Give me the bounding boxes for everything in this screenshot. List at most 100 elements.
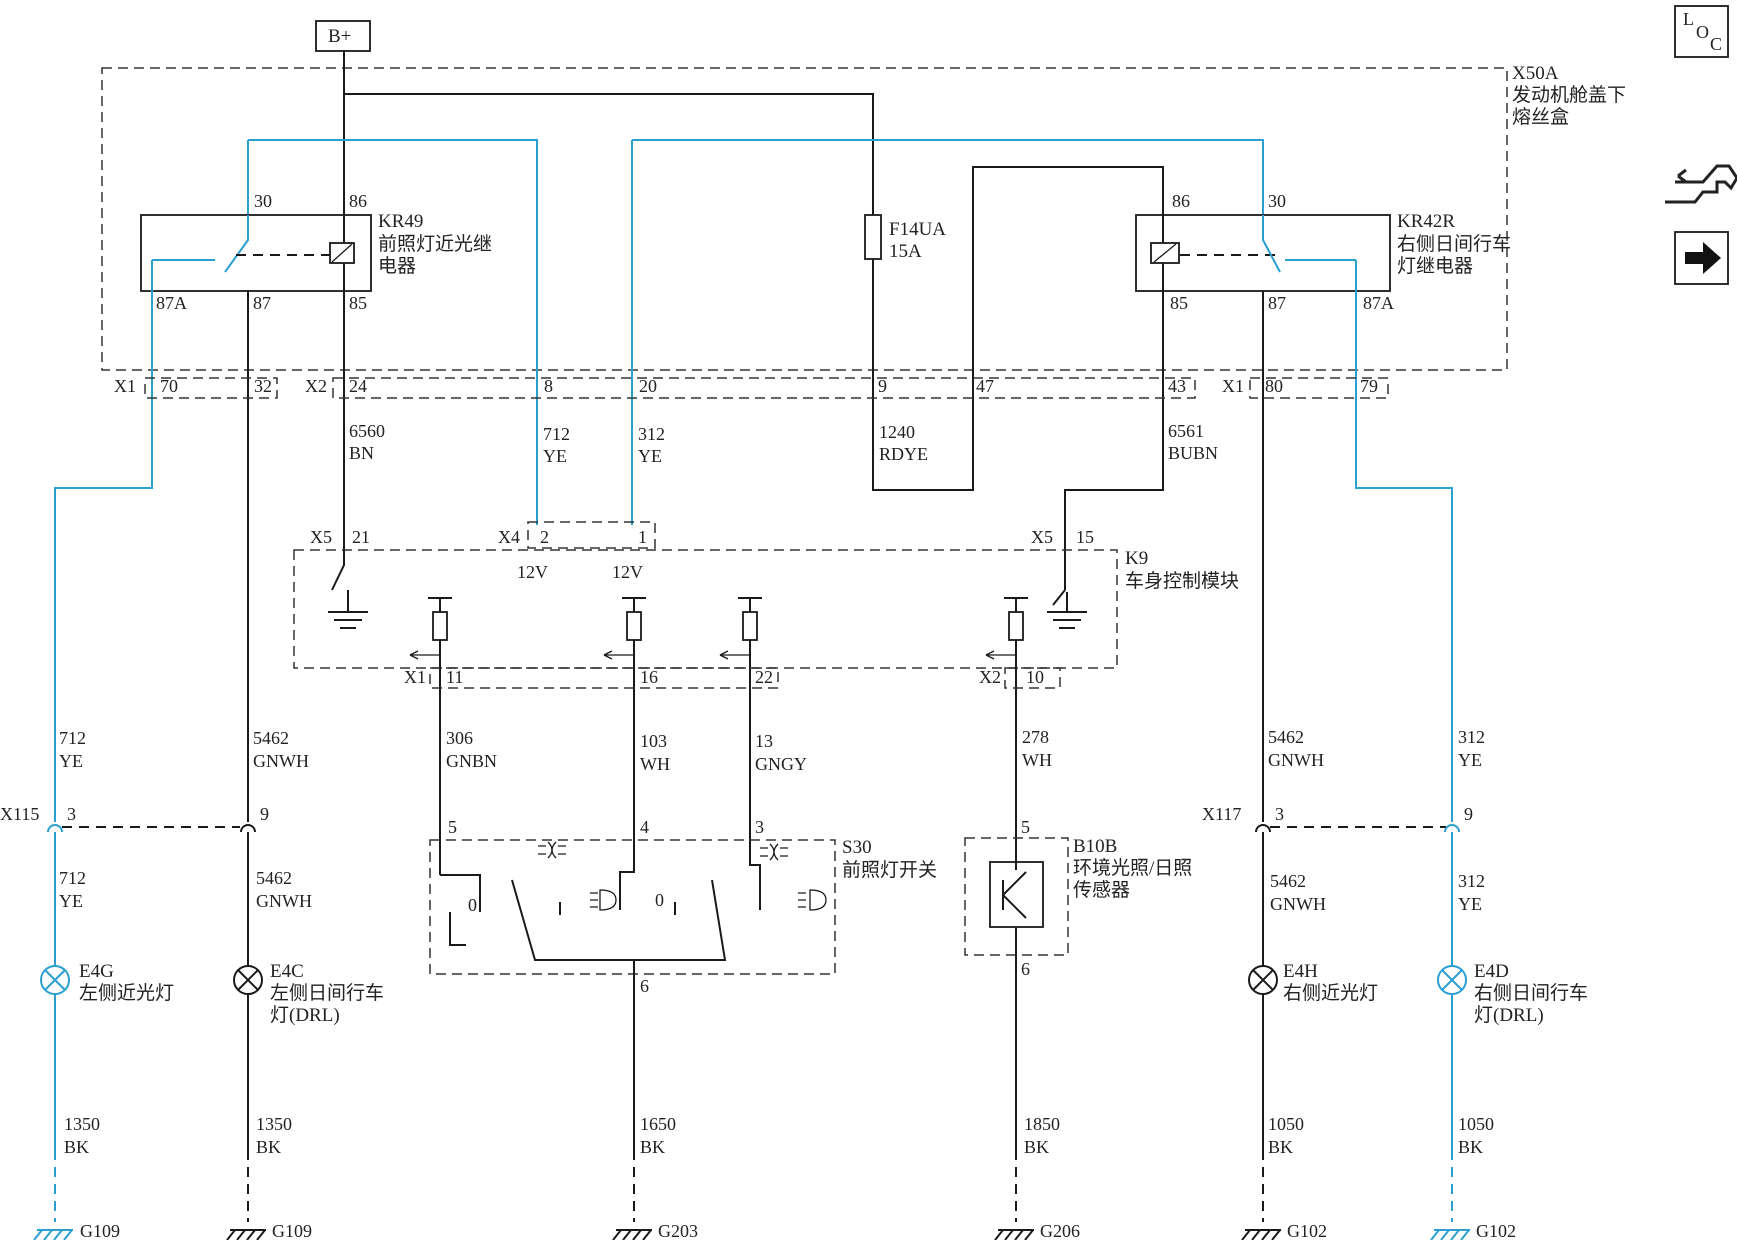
- ambient-light-sensor-b10b: [964, 837, 1069, 956]
- low-beam-icon: [538, 841, 566, 859]
- svg-text:GNWH: GNWH: [1268, 750, 1324, 770]
- svg-text:YE: YE: [543, 446, 567, 466]
- svg-text:12V: 12V: [612, 562, 643, 582]
- svg-text:右侧日间行车: 右侧日间行车: [1474, 982, 1588, 1004]
- loc-icon: L O C: [1674, 5, 1729, 58]
- wire-312-right-lamp: [1355, 260, 1453, 822]
- bcm-ground-right: [1047, 592, 1087, 629]
- svg-text:灯(DRL): 灯(DRL): [270, 1004, 340, 1026]
- svg-text:E4G: E4G: [79, 961, 114, 982]
- svg-text:12V: 12V: [517, 562, 548, 582]
- relay-kr42r-id: KR42R: [1397, 211, 1455, 232]
- svg-text:G109: G109: [272, 1221, 312, 1240]
- lamp-e4h: [1248, 965, 1278, 995]
- svg-text:BUBN: BUBN: [1168, 443, 1218, 463]
- svg-text:左侧日间行车: 左侧日间行车: [270, 982, 384, 1004]
- switch-name: 前照灯开关: [842, 859, 937, 881]
- svg-text:X1: X1: [114, 376, 136, 396]
- svg-text:L: L: [1683, 9, 1694, 29]
- ground-symbol-g203: [612, 1229, 652, 1240]
- fuse-id: F14UA: [889, 219, 946, 240]
- relay-kr49-id: KR49: [378, 211, 423, 232]
- svg-text:712: 712: [59, 868, 86, 888]
- svg-text:0: 0: [655, 890, 664, 910]
- svg-text:1850: 1850: [1024, 1114, 1060, 1134]
- svg-text:32: 32: [254, 376, 272, 396]
- svg-text:X5: X5: [1031, 527, 1053, 547]
- svg-text:YE: YE: [59, 891, 83, 911]
- fuse-box-name-1: 发动机舱盖下: [1512, 84, 1626, 106]
- next-arrow-icon[interactable]: [1674, 231, 1729, 285]
- fuse-box-id: X50A: [1512, 63, 1559, 84]
- svg-text:1050: 1050: [1458, 1114, 1494, 1134]
- lamp-e4g: [40, 965, 70, 995]
- svg-text:13: 13: [755, 731, 773, 751]
- svg-text:47: 47: [976, 376, 994, 396]
- svg-text:1650: 1650: [640, 1114, 676, 1134]
- svg-text:5462: 5462: [253, 728, 289, 748]
- svg-text:3: 3: [755, 817, 764, 837]
- bcm-inputs: [409, 597, 1028, 830]
- svg-text:278: 278: [1022, 727, 1049, 747]
- svg-text:1350: 1350: [256, 1114, 292, 1134]
- ground-symbol-g102-right: [1430, 1229, 1470, 1240]
- svg-text:BK: BK: [1268, 1137, 1293, 1157]
- svg-text:灯(DRL): 灯(DRL): [1474, 1004, 1544, 1026]
- fuse-box-name-2: 熔丝盒: [1512, 106, 1569, 128]
- svg-text:G102: G102: [1287, 1221, 1327, 1240]
- svg-text:左侧近光灯: 左侧近光灯: [79, 982, 174, 1004]
- headlamp-icon: [590, 889, 617, 911]
- battery-positive-label: B+: [328, 26, 351, 47]
- svg-text:306: 306: [446, 728, 473, 748]
- svg-text:312: 312: [1458, 727, 1485, 747]
- svg-text:712: 712: [543, 424, 570, 444]
- sensor-transistor: [1002, 862, 1027, 919]
- svg-text:BN: BN: [349, 443, 374, 463]
- svg-text:43: 43: [1168, 376, 1186, 396]
- splice-x115-id: X115: [0, 804, 39, 824]
- svg-text:9: 9: [1464, 804, 1473, 824]
- svg-text:RDYE: RDYE: [879, 444, 928, 464]
- svg-text:G206: G206: [1040, 1221, 1080, 1240]
- svg-text:712: 712: [59, 728, 86, 748]
- svg-text:86: 86: [349, 191, 367, 211]
- svg-text:电器: 电器: [378, 255, 416, 277]
- svg-text:0: 0: [468, 895, 477, 915]
- connector-x4: [527, 521, 656, 549]
- bcm-switch-left: [331, 550, 345, 591]
- svg-text:22: 22: [755, 667, 773, 687]
- ground-symbol-g102-left: [1241, 1229, 1281, 1240]
- svg-text:85: 85: [349, 293, 367, 313]
- svg-text:103: 103: [640, 731, 667, 751]
- svg-text:87: 87: [1268, 293, 1286, 313]
- svg-text:4: 4: [640, 817, 649, 837]
- svg-text:10: 10: [1026, 667, 1044, 687]
- fuse-f14ua: [864, 214, 882, 260]
- svg-text:G203: G203: [658, 1221, 698, 1240]
- fuse-box-outline: [101, 67, 1508, 371]
- relay-kr49-switch: [224, 215, 249, 273]
- svg-text:8: 8: [544, 376, 553, 396]
- svg-text:G109: G109: [80, 1221, 120, 1240]
- svg-text:GNWH: GNWH: [256, 891, 312, 911]
- svg-text:YE: YE: [1458, 894, 1482, 914]
- svg-text:20: 20: [639, 376, 657, 396]
- svg-text:87A: 87A: [156, 293, 187, 313]
- connector-bcm-x2: [1004, 667, 1061, 689]
- svg-text:C: C: [1710, 34, 1722, 54]
- svg-text:WH: WH: [640, 754, 670, 774]
- svg-text:9: 9: [878, 376, 887, 396]
- svg-text:X2: X2: [305, 376, 327, 396]
- svg-text:5462: 5462: [1268, 727, 1304, 747]
- ground-symbol-g206: [994, 1229, 1034, 1240]
- svg-text:右侧日间行车: 右侧日间行车: [1397, 233, 1511, 255]
- svg-text:85: 85: [1170, 293, 1188, 313]
- svg-text:1350: 1350: [64, 1114, 100, 1134]
- svg-text:BK: BK: [640, 1137, 665, 1157]
- connector-tool-icon[interactable]: [1665, 164, 1737, 204]
- svg-text:WH: WH: [1022, 750, 1052, 770]
- lamp-e4c: [233, 965, 263, 995]
- svg-text:11: 11: [446, 667, 463, 687]
- connector-bcm-x1: [429, 667, 779, 689]
